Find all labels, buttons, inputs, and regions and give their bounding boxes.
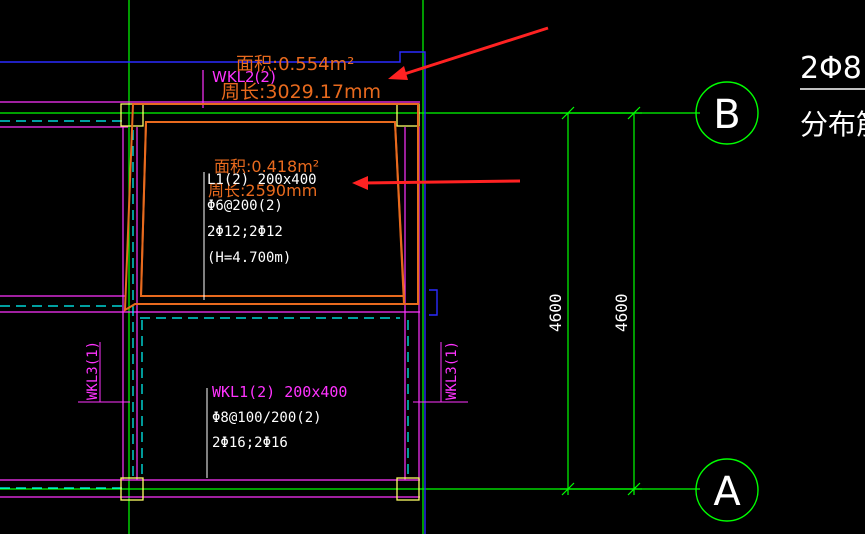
beam-tag-wkl-top: WKL2(2): [212, 68, 276, 86]
dim-tick: [561, 482, 575, 496]
outer-area-label: 面积:0.554m²: [236, 54, 354, 75]
beam-tag-wkl3-right: WKL3(1): [444, 341, 460, 400]
beam-l1-stirrup: Φ6@200(2): [207, 198, 283, 214]
column: [396, 103, 420, 127]
legend-label: 分布筋: [800, 108, 865, 141]
annotation-arrows: [352, 26, 549, 190]
outer-perimeter-label: 周长:3029.17mm: [221, 81, 381, 103]
axis-label-b: B: [713, 92, 740, 138]
inner-area-label: 面积:0.418m²: [214, 157, 319, 176]
arrow-head: [388, 66, 408, 80]
dimension-label-b: 4600: [612, 293, 631, 332]
beam-wkl1-rebar: 2Φ16;2Φ16: [212, 435, 288, 451]
dim-tick: [561, 106, 575, 120]
leader-lines: [203, 172, 208, 478]
beam-l1-height: (H=4.700m): [207, 250, 291, 266]
inner-region-outline: [139, 121, 406, 297]
grid-lines: [0, 0, 700, 534]
beam-wkl1-stirrup: Φ8@100/200(2): [212, 410, 322, 426]
dimension-label-a: 4600: [546, 293, 565, 332]
dashed-lines: [0, 120, 409, 489]
arrow-inner: [361, 179, 521, 185]
beam-wkl1-name: WKL1(2) 200x400: [212, 383, 347, 401]
dim-tick: [627, 106, 641, 120]
arrow-outer: [397, 26, 549, 78]
inner-perimeter-label: 周长:2590mm: [208, 181, 317, 200]
axis-bubble-a: [695, 458, 759, 522]
column: [396, 477, 420, 501]
beam-l1-name: L1(2) 200x400: [207, 172, 317, 188]
column: [120, 477, 144, 501]
legend-rebar: 2Φ8: [800, 51, 862, 86]
beam-lines: [0, 70, 420, 498]
wkl3-tag-lines: [78, 342, 468, 403]
arrow-head: [352, 176, 368, 190]
beam-l1-rebar: 2Φ12;2Φ12: [207, 224, 283, 240]
dim-tick: [627, 482, 641, 496]
axis-label-a: A: [713, 469, 741, 515]
axis-bubble-b: [695, 81, 759, 145]
beam-tag-wkl3-left: WKL3(1): [85, 341, 101, 400]
wall-outline: [0, 51, 438, 534]
